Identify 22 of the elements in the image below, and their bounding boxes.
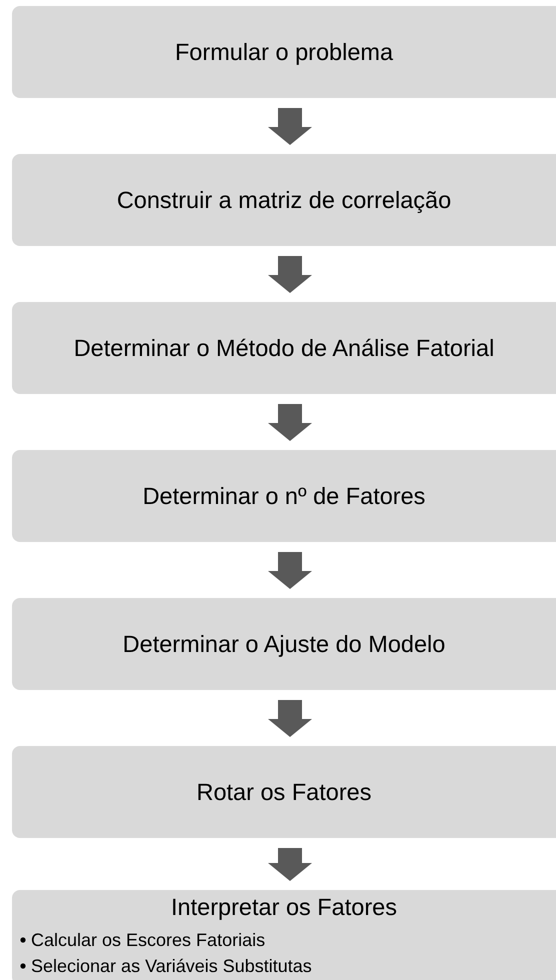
process-box — [12, 890, 556, 980]
step-label: Determinar o nº de Fatores — [142, 482, 426, 510]
step-label: Determinar o Ajuste do Modelo — [122, 630, 446, 658]
bullet-item: Selecionar as Variáveis Substitutas — [31, 955, 312, 978]
step-label: Formular o problema — [174, 38, 394, 66]
process-box — [12, 302, 556, 394]
block-arrow — [268, 700, 312, 737]
step-label: Rotar os Fatores — [196, 778, 372, 806]
step-label: Construir a matriz de correlação — [116, 186, 452, 214]
process-box — [12, 450, 556, 542]
step-label: Determinar o Método de Análise Fatorial — [74, 334, 494, 362]
block-arrow — [268, 256, 312, 293]
block-arrow — [268, 404, 312, 441]
block-arrow — [268, 848, 312, 881]
process-box — [12, 6, 556, 98]
block-arrow — [268, 108, 312, 145]
process-box — [12, 154, 556, 246]
block-arrow — [268, 552, 312, 589]
process-box — [12, 598, 556, 690]
process-box — [12, 746, 556, 838]
step-label: Interpretar os Fatores — [171, 894, 397, 921]
bullet-item: Calcular os Escores Fatoriais — [31, 929, 266, 952]
